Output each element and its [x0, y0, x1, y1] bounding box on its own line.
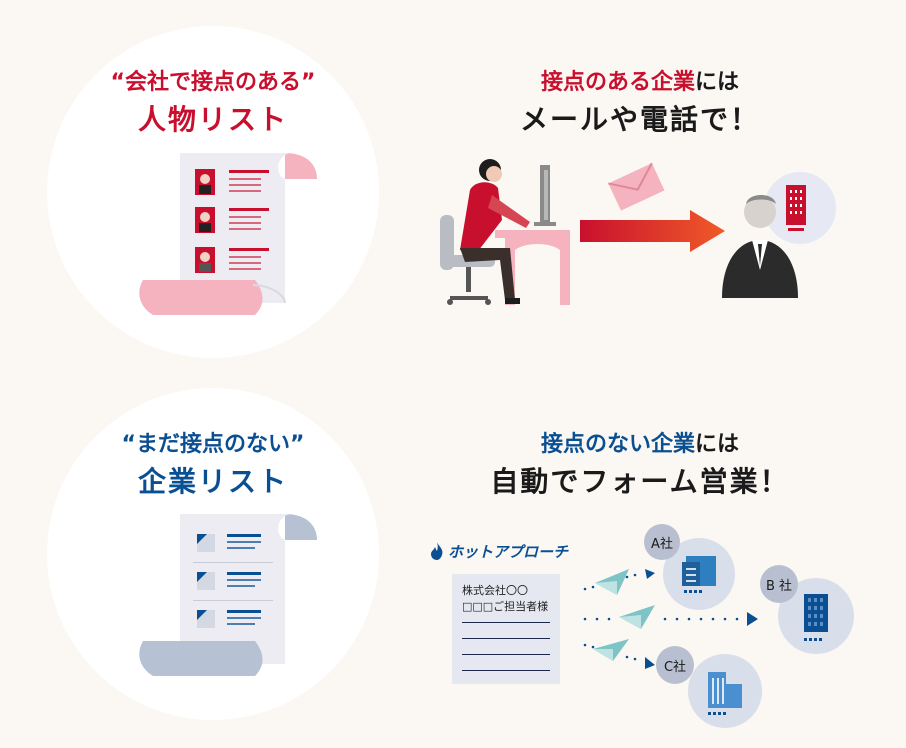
person-row-3 — [195, 247, 269, 273]
letter-rule-1 — [462, 622, 550, 623]
paper-plane-icon — [595, 569, 629, 595]
company-row-1 — [193, 534, 273, 563]
person-list-scroll-illustration — [139, 153, 317, 315]
letter-recipient-line: □□□ご担当者様 — [462, 600, 549, 613]
company-list-scroll-illustration — [139, 514, 317, 676]
paper-plane-routes — [583, 569, 758, 669]
letter-rule-2 — [462, 638, 550, 639]
company-list-subtitle: “まだ接点のない” — [121, 432, 305, 457]
company-b-building-icon — [804, 594, 828, 641]
company-a-badge — [644, 524, 680, 560]
send-arrow — [580, 210, 725, 252]
company-a-label: A社 — [651, 537, 673, 552]
form-sales-title: 自動でフォーム営業！ — [490, 465, 790, 498]
route-to-a — [583, 569, 655, 591]
hot-approach-logo: ホットアプローチ — [430, 540, 568, 562]
sales-letter: 株式会社〇〇 □□□ご担当者様 — [452, 574, 560, 684]
contacted-company-accent: 接点のある企業 — [540, 70, 695, 95]
company-c-badge — [656, 646, 694, 684]
uncontacted-company-tail: には — [695, 432, 740, 457]
paper-plane-icon — [619, 605, 655, 629]
contacted-company-tail: には — [695, 70, 740, 95]
paper-plane-icon — [593, 639, 629, 661]
letter-rule-4 — [462, 670, 550, 671]
uncontacted-company-heading: 接点のない企業には — [420, 426, 860, 458]
company-b-label: B 社 — [765, 579, 793, 594]
company-c-label: C社 — [663, 660, 687, 675]
person-list-title: 人物リスト — [137, 103, 288, 136]
company-b-badge — [760, 565, 798, 603]
company-c-building-icon — [708, 672, 742, 715]
person-row-2 — [195, 207, 269, 233]
letter-company-line: 株式会社〇〇 — [462, 584, 528, 597]
letter-rule-3 — [462, 654, 550, 655]
flame-icon — [431, 542, 443, 560]
person-at-desk-illustration — [440, 159, 570, 305]
contacted-company-heading: 接点のある企業には — [420, 64, 860, 96]
person-row-1 — [195, 169, 269, 195]
company-row-2 — [193, 572, 273, 601]
company-a-building-icon — [682, 556, 716, 593]
uncontacted-company-accent: 接点のない企業 — [540, 432, 695, 457]
contact-person-illustration — [722, 172, 836, 298]
logo-text: ホットアプローチ — [448, 542, 569, 561]
company-list-title: 企業リスト — [137, 465, 288, 498]
envelope-icon — [608, 162, 665, 211]
person-list-subtitle: “会社で接点のある” — [110, 70, 316, 95]
email-phone-title: メールや電話で！ — [519, 103, 760, 136]
company-row-3 — [197, 610, 261, 628]
route-to-b — [583, 612, 758, 626]
route-to-c — [583, 643, 655, 669]
